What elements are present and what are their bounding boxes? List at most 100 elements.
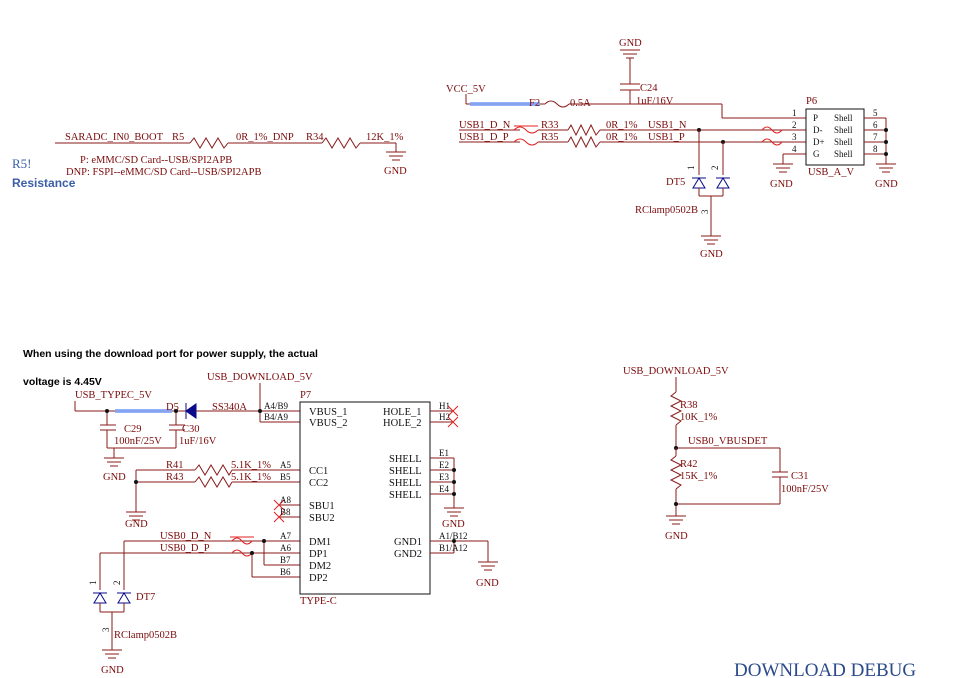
p7-name-sbu1: SBU1 [309, 501, 335, 512]
dt5-pin-3: 3 [700, 209, 710, 214]
p6-pin-2: 2 [792, 120, 797, 130]
left-fragment-text: Resistance [12, 176, 76, 190]
power-note-line-2: voltage is 4.45V [23, 376, 102, 388]
r35-ref: R35 [541, 132, 559, 143]
dt5-gnd: GND [700, 249, 723, 260]
power-note-line-1: When using the download port for power s… [23, 348, 318, 360]
r33-ref: R33 [541, 120, 559, 131]
p6-body [805, 108, 865, 166]
boot-select-circuit: SARADC_IN0_BOOT R5 0R_1%_DNP R34 12K_1% … [55, 132, 407, 178]
c24-ref: C24 [640, 83, 658, 94]
p7-ref: P7 [300, 390, 311, 401]
r33-value: 0R_1% [606, 120, 638, 131]
p7-pin-vbus2: B4/A9 [264, 412, 289, 422]
p7-pin-b1a12: B1/A12 [439, 543, 468, 553]
usb0-dp-net: USB0_D_P [160, 543, 210, 554]
p7-pin-a6: A6 [280, 543, 291, 553]
p7-name-gnd1: GND1 [394, 537, 422, 548]
sheet-title: DOWNLOAD DEBUG [734, 660, 916, 678]
c31-ref: C31 [791, 471, 809, 482]
c29-gnd: GND [103, 472, 126, 483]
r38-ref: R38 [680, 400, 698, 411]
dt7-part: RClamp0502B [114, 630, 177, 641]
net-saradc-boot: SARADC_IN0_BOOT [65, 132, 164, 143]
p7-pin-e2: E2 [439, 460, 449, 470]
p7-name-dp2: DP2 [309, 573, 328, 584]
r43-ref: R43 [166, 472, 184, 483]
p7-name-vbus1: VBUS_1 [309, 407, 348, 418]
c29-value: 100nF/25V [114, 436, 162, 447]
p7-name-sbu2: SBU2 [309, 513, 335, 524]
r5-value: 0R_1%_DNP [236, 132, 294, 143]
r41-value: 5.1K_1% [231, 460, 271, 471]
d5-ref: D5 [166, 402, 179, 413]
dt5-ref: DT5 [666, 177, 685, 188]
boot-gnd: GND [384, 166, 407, 177]
p7-part: TYPE-C [300, 596, 337, 607]
p6-pin-8: 8 [873, 144, 878, 154]
dt7-pin-3: 3 [101, 627, 111, 632]
c24-top-gnd: GND [619, 38, 642, 49]
usb-typec-5v-net: USB_TYPEC_5V [75, 390, 152, 401]
r42-value: 15K_1% [680, 471, 718, 482]
vcc-5v-net: VCC_5V [446, 84, 486, 95]
p7-name-shell-3: SHELL [389, 478, 422, 489]
p6-shell-3: Shell [834, 137, 853, 147]
d5-part: SS340A [212, 402, 247, 413]
dt7-ref: DT7 [136, 592, 155, 603]
p7-pin-b8: B8 [280, 507, 291, 517]
p7-pin-e1: E1 [439, 448, 449, 458]
p7-name-cc2: CC2 [309, 478, 328, 489]
gnd1-gnd: GND [476, 578, 499, 589]
p6-shell-4: Shell [834, 149, 853, 159]
p7-name-dm1: DM1 [309, 537, 331, 548]
p7-body [299, 401, 431, 595]
usb1-n-net: USB1_N [648, 120, 687, 131]
p6-right-gnd: GND [875, 179, 898, 190]
p7-pin-h1: H1 [439, 401, 450, 411]
p7-pin-a7: A7 [280, 531, 291, 541]
p7-pin-a8: A8 [280, 495, 291, 505]
usb1-p-net: USB1_P [648, 132, 685, 143]
dt5-pin-2: 2 [710, 166, 720, 171]
p6-shell-2: Shell [834, 125, 853, 135]
p7-name-vbus2: VBUS_2 [309, 418, 348, 429]
p7-name-hole2: HOLE_2 [383, 418, 422, 429]
r41-ref: R41 [166, 460, 184, 471]
vbusdet-circuit: USB_DOWNLOAD_5V R38 10K_1% USB0_VBUSDET … [623, 366, 829, 542]
c30-value: 1uF/16V [179, 436, 217, 447]
dt7-pin-1: 1 [88, 581, 98, 586]
p7-name-cc1: CC1 [309, 466, 328, 477]
p6-pin-6: 6 [873, 120, 878, 130]
typec-circuit: USB_TYPEC_5V USB_DOWNLOAD_5V D5 SS340A C… [74, 372, 499, 676]
p6-part: USB_A_V [808, 167, 855, 178]
p6-pin-7: 7 [873, 132, 878, 142]
p7-pin-vbus1: A4/B9 [264, 401, 289, 411]
c24-value: 1uF/16V [636, 96, 674, 107]
p6-pin-1: 1 [792, 108, 797, 118]
boot-note-2: DNP: FSPI--eMMC/SD Card--USB/SPI2APB [66, 167, 261, 178]
p7-name-hole1: HOLE_1 [383, 407, 422, 418]
f2-value: 0.5A [570, 98, 591, 109]
p7-name-shell-4: SHELL [389, 490, 422, 501]
usb0-dn-net: USB0_D_N [160, 531, 212, 542]
p7-pin-a1b12: A1/B12 [439, 531, 468, 541]
vbusdet-gnd: GND [665, 531, 688, 542]
dt7-pin-2: 2 [112, 581, 122, 586]
p6-ref: P6 [806, 96, 817, 107]
r43-value: 5.1K_1% [231, 472, 271, 483]
vbusdet-5v-net: USB_DOWNLOAD_5V [623, 366, 729, 377]
p7-pin-h2: H2 [439, 412, 450, 422]
r35-value: 0R_1% [606, 132, 638, 143]
usb1-dp-net: USB1_D_P [459, 132, 509, 143]
p6-pin-3: 3 [792, 132, 797, 142]
p7-pin-e4: E4 [439, 484, 449, 494]
c31-value: 100nF/25V [781, 484, 829, 495]
dt7-gnd: GND [101, 665, 124, 676]
shell-gnd: GND [442, 519, 465, 530]
p6-pin-5: 5 [873, 108, 878, 118]
r38-value: 10K_1% [680, 412, 718, 423]
p7-name-gnd2: GND2 [394, 549, 422, 560]
dt5-pin-1: 1 [686, 166, 696, 171]
